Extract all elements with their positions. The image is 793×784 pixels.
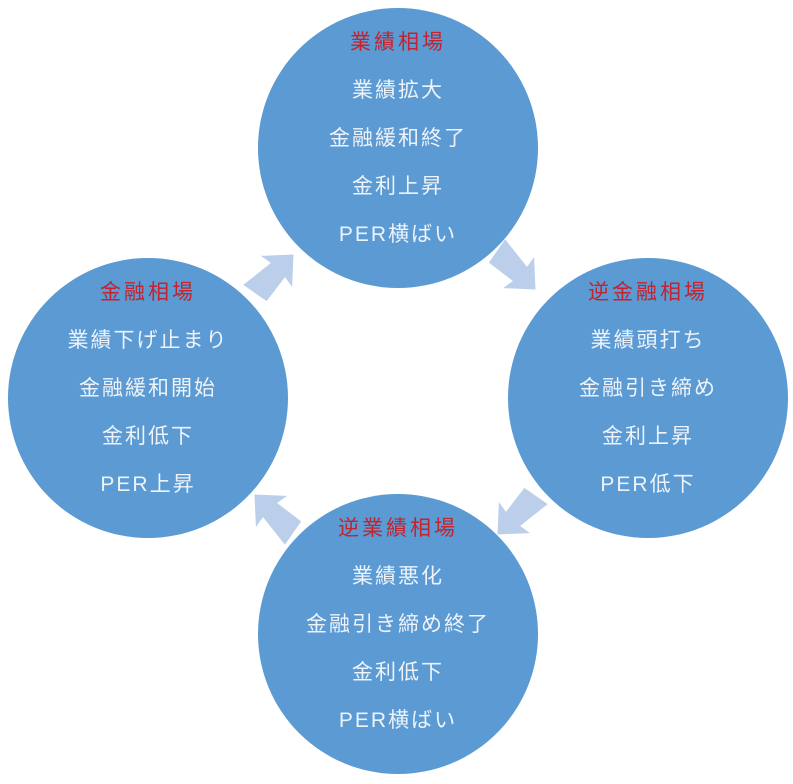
circle-line: 業績下げ止まり [67,329,229,352]
circle-line: 金利上昇 [352,175,444,198]
circle-reverse-financial-market: 逆金融相場 業績頭打ち 金融引き締め 金利上昇 PER低下 [508,258,788,538]
cycle-arrow-bottom-to-left-icon [231,471,319,559]
circle-reverse-performance-market: 逆業績相場 業績悪化 金融引き締め終了 金利低下 PER横ばい [258,494,538,774]
cycle-arrow-top-to-right-icon [471,225,559,313]
circle-line: 金融引き締め [579,377,717,400]
circle-line: 金融引き締め終了 [306,613,490,636]
circle-line: 金利低下 [102,425,194,448]
circle-line: 金融緩和開始 [79,377,217,400]
circle-title: 逆金融相場 [588,281,708,304]
circle-line: PER上昇 [100,473,196,496]
circle-line: 業績悪化 [352,565,444,588]
circle-line: PER横ばい [338,709,458,732]
circle-title: 逆業績相場 [338,517,458,540]
circle-line: PER横ばい [338,223,458,246]
circle-line: 業績拡大 [352,79,444,102]
circle-line: 金融緩和終了 [329,127,467,150]
circle-line: 金利低下 [352,661,444,684]
cycle-arrow-left-to-top-icon [229,231,317,319]
circle-line: 金利上昇 [602,425,694,448]
cycle-arrow-right-to-bottom-icon [474,470,562,558]
circle-title: 業績相場 [350,31,446,54]
circle-line: PER低下 [600,473,696,496]
circle-performance-market: 業績相場 業績拡大 金融緩和終了 金利上昇 PER横ばい [258,8,538,288]
circle-line: 業績頭打ち [590,329,706,352]
circle-title: 金融相場 [100,281,196,304]
circle-financial-market: 金融相場 業績下げ止まり 金融緩和開始 金利低下 PER上昇 [8,258,288,538]
